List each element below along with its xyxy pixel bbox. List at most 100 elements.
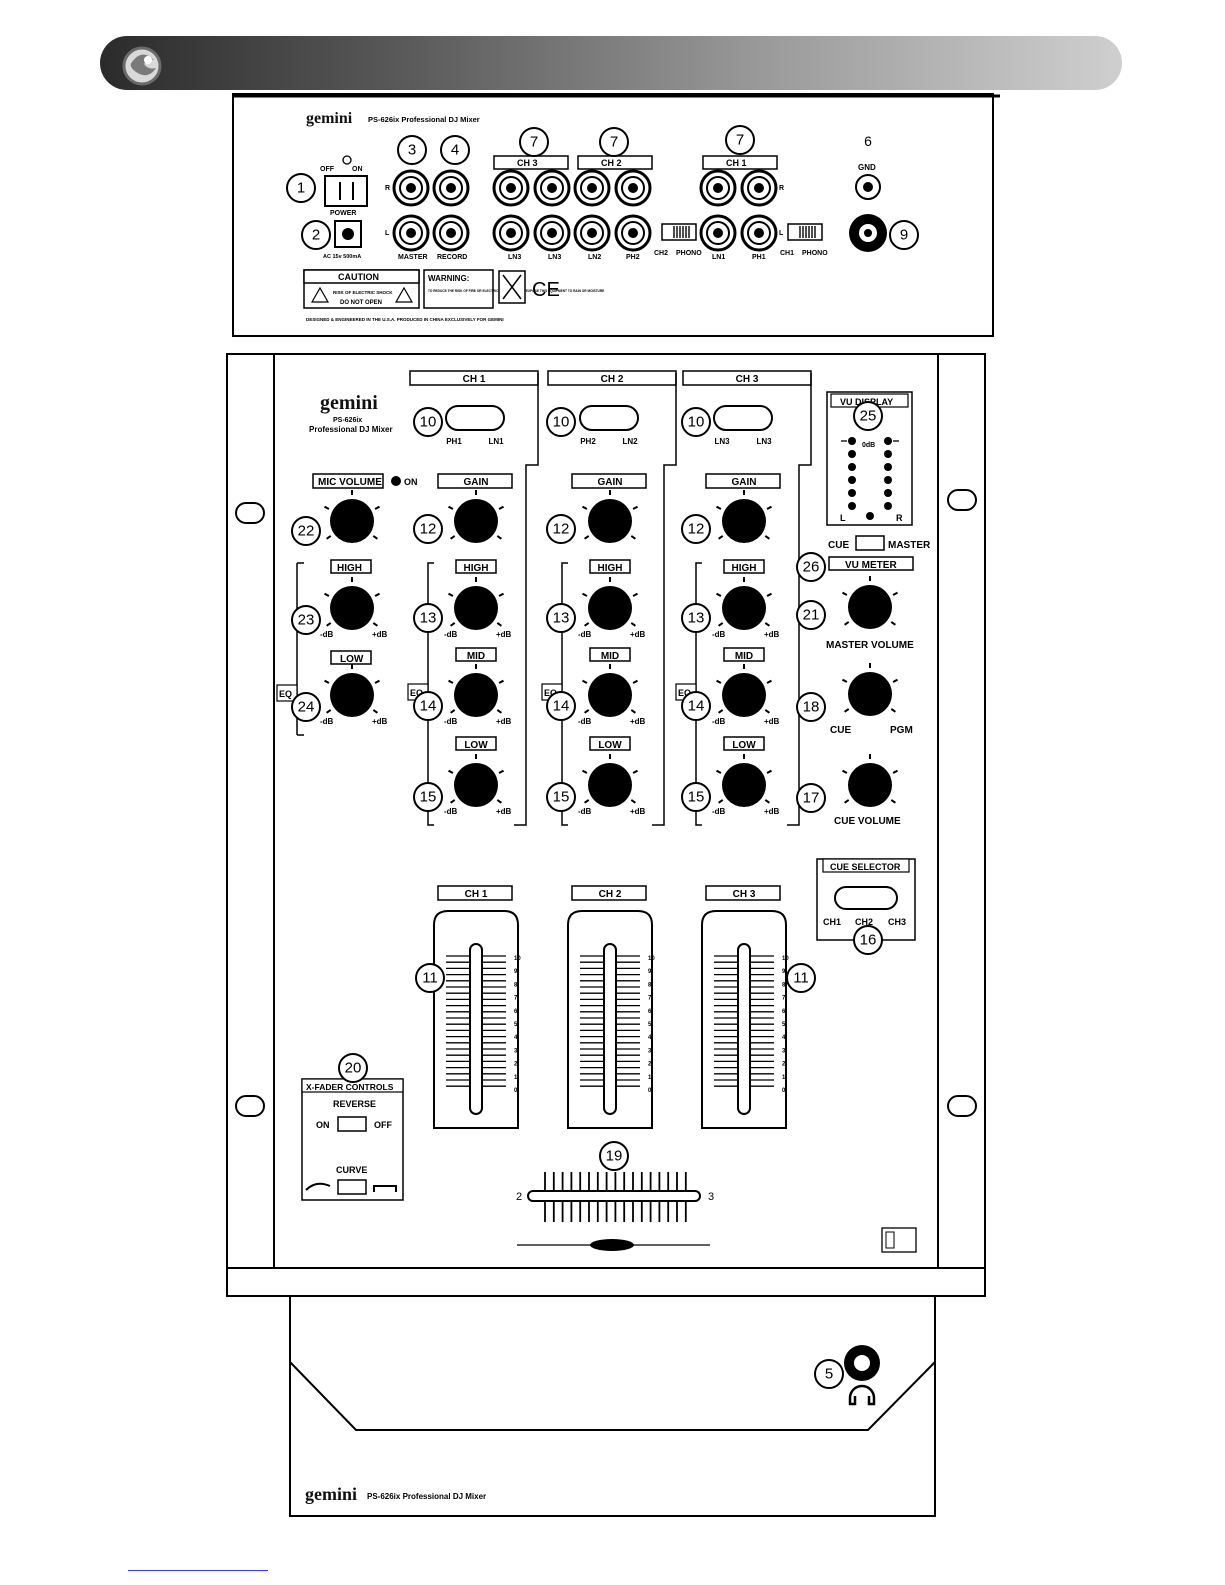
ch1-fader-scale-tick: 10: [514, 956, 521, 962]
mic-volume-knob[interactable]: [330, 499, 374, 543]
svg-text:3: 3: [408, 142, 416, 159]
svg-text:12: 12: [420, 521, 437, 538]
mic-low-knob[interactable]: [330, 673, 374, 717]
ch1-mid-label: MID: [467, 651, 485, 662]
callout-9: 9: [889, 220, 919, 250]
svg-text:10: 10: [553, 414, 570, 431]
ch2-mid-knob[interactable]: [588, 673, 632, 717]
ch2-mid-knob-min-label: -dB: [578, 717, 592, 726]
ch3-selector-right-label: LN3: [756, 437, 772, 446]
callout-20: 20: [338, 1053, 368, 1083]
ch2-fader-scale-tick: 6: [648, 1009, 652, 1015]
ch2-phono-switch[interactable]: [661, 223, 697, 241]
svg-text:13: 13: [420, 610, 437, 627]
ch3-input-selector[interactable]: [713, 405, 773, 431]
ch3-fader-scale-tick: 1: [782, 1075, 786, 1081]
ch2-gain-knob[interactable]: [588, 499, 632, 543]
rear-ch2-label: CH 2: [601, 158, 622, 168]
vu-led-left: [848, 502, 856, 510]
ch2-fader-knob[interactable]: [603, 943, 617, 1115]
ch1-selector-left-label: PH1: [446, 437, 462, 446]
ch3-high-knob[interactable]: [722, 586, 766, 630]
ch1-gain-knob[interactable]: [454, 499, 498, 543]
ch1-fader-knob[interactable]: [469, 943, 483, 1115]
ch3-fader-scale-tick: 5: [782, 1022, 786, 1028]
front-tagline: Professional DJ Mixer: [309, 425, 393, 434]
do-not-open-label: DO NOT OPEN: [340, 300, 382, 306]
rca-l-label: L: [385, 230, 390, 237]
callout-7: 7: [725, 125, 755, 155]
ch3-high-knob-max-label: +dB: [764, 630, 780, 639]
reverse-on-label: ON: [316, 1120, 330, 1130]
callout-7: 7: [599, 127, 629, 157]
ph1-label: PH1: [752, 254, 766, 261]
power-rating: AC 15v 500mA: [323, 254, 361, 260]
cue-selector-switch[interactable]: [834, 886, 898, 910]
callout-18: 18: [796, 692, 826, 722]
callout-15: 15: [546, 782, 576, 812]
svg-text:7: 7: [736, 132, 744, 149]
ch1-fader-scale-tick: 5: [514, 1022, 518, 1028]
ch3-fader-knob[interactable]: [737, 943, 751, 1115]
cue-volume-knob[interactable]: [848, 763, 892, 807]
ch1-high-knob-min-label: -dB: [444, 630, 458, 639]
ch1-fader-scale-tick: 2: [514, 1062, 518, 1068]
rack-hole-bottom-left: [235, 1095, 265, 1117]
ch2-selector-left-label: PH2: [580, 437, 596, 446]
ch2-phono-label: PHONO: [676, 250, 702, 257]
reverse-switch[interactable]: [337, 1116, 367, 1132]
ch2-low-knob[interactable]: [588, 763, 632, 807]
mic-high-label: HIGH: [337, 563, 362, 574]
vu-led-right: [884, 489, 892, 497]
fader-ch1-label: CH 1: [465, 889, 488, 900]
ph2-label: PH2: [626, 254, 640, 261]
ch2-input-selector[interactable]: [579, 405, 639, 431]
callout-14: 14: [546, 691, 576, 721]
power-switch[interactable]: [324, 175, 368, 207]
ch1-phono-switch[interactable]: [787, 223, 823, 241]
rear-ch1-label: CH 1: [726, 158, 747, 168]
curve-switch[interactable]: [337, 1179, 367, 1195]
svg-text:13: 13: [688, 610, 705, 627]
warning-title: WARNING:: [428, 274, 469, 283]
cue-sel-ch3-label: CH3: [888, 917, 906, 927]
power-label: POWER: [330, 210, 356, 217]
ch1-low-knob[interactable]: [454, 763, 498, 807]
ch1-input-selector[interactable]: [445, 405, 505, 431]
svg-text:15: 15: [420, 789, 437, 806]
power-off-label: OFF: [320, 166, 335, 173]
ch3-gain-knob[interactable]: [722, 499, 766, 543]
cue-mix-pgm-label: PGM: [890, 725, 913, 736]
callout-5: 5: [814, 1359, 844, 1389]
ch1-fader-scale-tick: 3: [514, 1048, 518, 1054]
mic-high-knob[interactable]: [330, 586, 374, 630]
svg-text:13: 13: [553, 610, 570, 627]
master-volume-knob[interactable]: [848, 585, 892, 629]
ch1-mid-knob-max-label: +dB: [496, 717, 512, 726]
cue-mix-knob[interactable]: [848, 672, 892, 716]
svg-text:19: 19: [606, 1148, 623, 1165]
ch3-fader-scale-tick: 10: [782, 956, 789, 962]
ch3-low-knob[interactable]: [722, 763, 766, 807]
ch3-fader-scale-tick: 7: [782, 996, 786, 1002]
ch1-high-knob[interactable]: [454, 586, 498, 630]
callout-12: 12: [546, 514, 576, 544]
ch2-high-knob[interactable]: [588, 586, 632, 630]
front-model: PS-626ix: [333, 417, 362, 424]
vu-cue-label: CUE: [828, 540, 849, 551]
svg-text:11: 11: [422, 970, 438, 987]
rear-ch3-label: CH 3: [517, 158, 538, 168]
ch1-fader-scale-tick: 7: [514, 996, 518, 1002]
exclamation-warning-icon: [394, 286, 414, 303]
ch3-high-label: HIGH: [732, 563, 757, 574]
ch3-mid-knob-min-label: -dB: [712, 717, 726, 726]
vu-cue-master-switch[interactable]: [855, 535, 885, 551]
ch3-mid-knob[interactable]: [722, 673, 766, 717]
crossfader-knob[interactable]: [527, 1190, 701, 1202]
ch2-eq-label: EQ: [544, 688, 557, 698]
callout-21: 21: [796, 600, 826, 630]
svg-text:23: 23: [298, 612, 315, 629]
ch1-mid-knob[interactable]: [454, 673, 498, 717]
